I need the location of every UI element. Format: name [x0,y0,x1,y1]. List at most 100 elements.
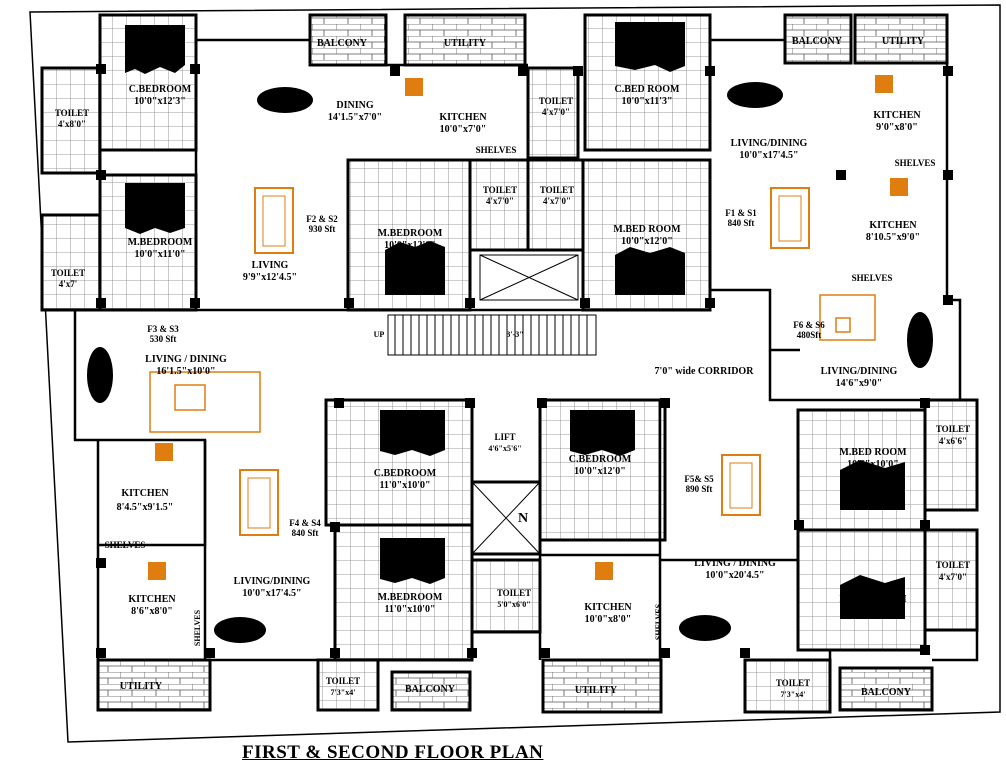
label-living-dining-2: LIVING/DINING [821,366,898,377]
lift-cross [471,481,541,555]
label-m-bedroom-5-dim: 11'0"x10'0" [384,604,435,615]
label-m-bedroom-3-dim: 10'0"x12'0" [621,236,673,247]
label-kitchen-6-dim: 10'0"x8'0" [585,614,632,625]
rooms [40,13,979,714]
label-kitchen-1-dim: 10'0"x7'0" [440,124,487,135]
plot-boundary [29,4,1001,743]
room-toilet-8 [923,528,979,632]
label-balcony-c: BALCONY [405,684,456,695]
label-flat-f3-area: 530 Sft [150,334,177,344]
label-dining-1: DINING [336,100,373,111]
label-toilet-10: TOILET [776,678,810,688]
room-labels: BALCONY UTILITY BALCONY UTILITY C.BEDROO… [51,36,970,699]
label-kitchen-5-dim: 8'6"x8'0" [131,606,173,617]
label-toilet-7: TOILET [497,588,531,598]
label-toilet-10-dim: 7'3"x4' [781,690,806,699]
label-kitchen-4: KITCHEN [121,488,169,499]
label-north: N [518,511,528,526]
label-flat-f1-area: 840 Sft [728,218,755,228]
label-toilet-4-dim: 4'x7'0" [486,196,514,206]
label-living-dining-4-dim: 10'0"x20'4.5" [705,570,764,581]
label-flat-f4-area: 840 Sft [292,528,319,538]
label-kitchen-4-dim: 8'4.5"x9'1.5" [117,502,174,513]
label-toilet-9: TOILET [326,676,360,686]
label-flat-f5: F5& S5 [684,474,714,484]
label-c-bedroom-4-dim: 10'0"x12'0" [574,466,626,477]
sofas [149,187,876,536]
label-shelves-6: SHELVES [654,603,663,640]
label-toilet-7-dim: 5'0"x6'0" [497,600,530,609]
room-toilet-1 [40,66,102,175]
label-flat-f4: F4 & S4 [289,518,321,528]
label-c-bedroom-2: C.BED ROOM [615,84,681,95]
label-c-bedroom-2-dim: 10'0"x11'3" [621,96,672,107]
label-kitchen-1: KITCHEN [439,112,487,123]
room-toilet-3 [40,213,102,312]
label-living-dining-2-dim: 14'6"x9'0" [836,378,883,389]
label-balcony-d: BALCONY [861,687,912,698]
label-c-bedroom-3: C.BEDROOM [374,468,437,479]
kitchen-hobs [148,75,908,580]
label-living-dining-4: LIVING / DINING [694,558,776,569]
room-balcony-d [838,666,934,712]
label-living-1: LIVING [252,260,289,271]
label-living-dining-3: LIVING / DINING [145,354,227,365]
label-toilet-2: TOILET [539,96,573,106]
label-m-bedroom-1-dim: 10'0"x11'0" [134,249,185,260]
label-toilet-5: TOILET [540,185,574,195]
columns [96,64,953,658]
label-m-bedroom-6: M.BED ROOM [839,594,907,605]
label-toilet-5-dim: 4'x7'0" [543,196,571,206]
label-c-bedroom-1: C.BEDROOM [129,84,192,95]
label-living-dining-3-dim: 16'1.5"x10'0" [156,366,215,377]
label-toilet-1: TOILET [55,108,89,118]
label-toilet-2-dim: 4'x7'0" [542,107,570,117]
label-m-bedroom-2: M.BEDROOM [378,228,443,239]
label-kitchen-2-dim: 9'0"x8'0" [876,122,918,133]
label-kitchen-2: KITCHEN [873,110,921,121]
label-shelves-4: SHELVES [105,540,146,550]
label-living-dining-5-dim: 10'0"x17'4.5" [242,588,301,599]
label-kitchen-5: KITCHEN [128,594,176,605]
label-m-bedroom-4-dim: 10'6"x10'0" [847,459,899,470]
label-living-dining-1: LIVING/DINING [731,138,808,149]
label-m-bedroom-3: M.BED ROOM [613,224,681,235]
label-utility-c: UTILITY [120,681,163,692]
dining-sets [87,82,933,643]
label-flat-f6: F6 & S6 [793,320,825,330]
label-utility-d: UTILITY [575,685,618,696]
room-utility-c [96,658,212,712]
label-living-dining-5: LIVING/DINING [234,576,311,587]
label-flat-f2-area: 930 Sft [309,224,336,234]
label-shelves-1: SHELVES [476,145,517,155]
beds [125,22,905,619]
label-c-bedroom-1-dim: 10'0"x12'3" [134,96,186,107]
label-shelves-3: SHELVES [852,273,893,283]
label-flat-f5-area: 890 Sft [686,484,713,494]
label-stair-width: 3'-3" [506,330,523,339]
label-corridor: 7'0" wide CORRIDOR [655,366,755,377]
room-toilet-7 [470,558,542,634]
label-c-bedroom-3-dim: 11'0"x10'0" [379,480,430,491]
label-m-bedroom-5: M.BEDROOM [378,592,443,603]
label-flat-f2: F2 & S2 [306,214,338,224]
label-toilet-1-dim: 4'x8'0" [58,119,86,129]
room-toilet-6 [923,398,979,512]
label-up: UP [374,330,385,339]
label-flat-f1: F1 & S1 [725,208,757,218]
label-lift: LIFT [494,432,515,442]
label-living-1-dim: 9'9"x12'4.5" [243,272,297,283]
label-m-bedroom-1: M.BEDROOM [128,237,193,248]
label-utility-b: UTILITY [882,36,925,47]
label-kitchen-3-dim: 8'10.5"x9'0" [866,232,920,243]
label-toilet-8: TOILET [936,560,970,570]
label-m-bedroom-6-dim: 10'6"x10'0" [847,606,899,617]
label-m-bedroom-2-dim: 10'0"x12'0" [384,240,436,251]
label-flat-f6-area: 480Sft [797,330,822,340]
label-flat-f3: F3 & S3 [147,324,179,334]
room-toilet-2 [526,66,580,160]
room-utility-a [403,13,527,67]
label-balcony-b: BALCONY [792,36,843,47]
